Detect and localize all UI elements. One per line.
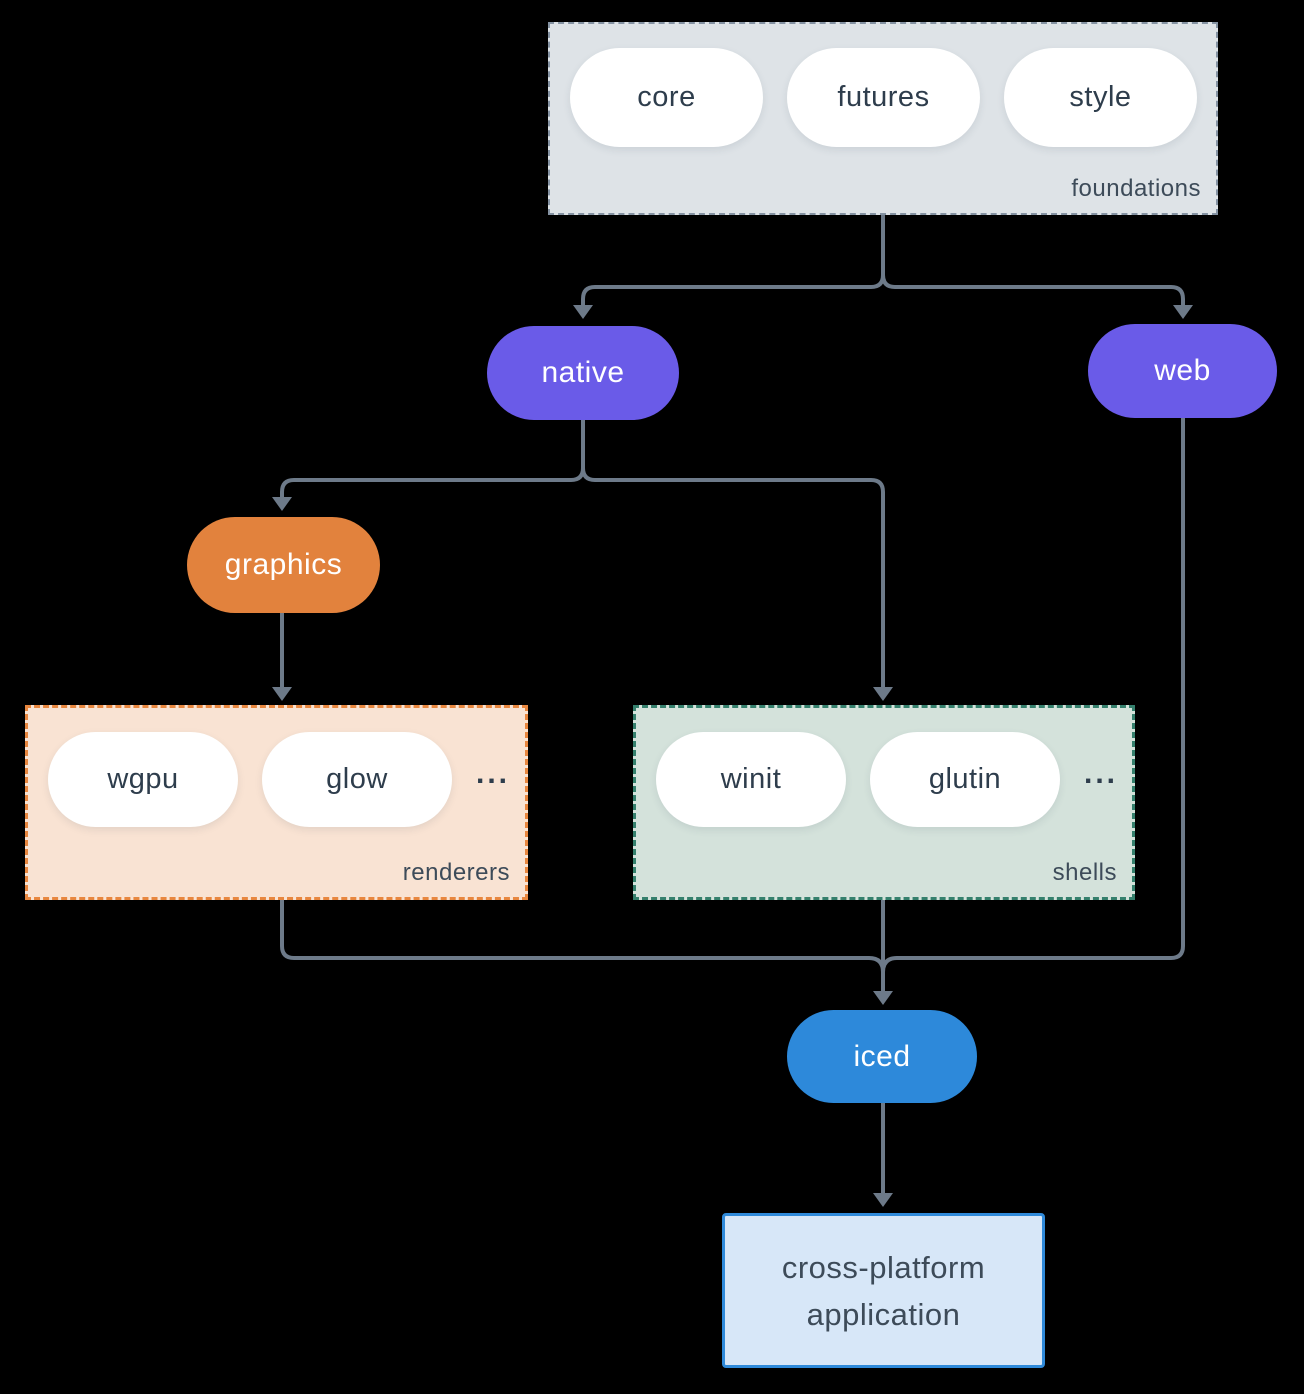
- arrowhead-app: [873, 1193, 893, 1207]
- crate-pill-winit: winit: [656, 732, 846, 827]
- foundations-pill-row: core futures style: [570, 48, 1197, 147]
- crate-pill-style: style: [1004, 48, 1197, 147]
- connector-renderers-iced: [280, 900, 885, 973]
- arrowhead-shells: [873, 687, 893, 701]
- group-foundations: core futures style foundations: [548, 22, 1218, 215]
- node-iced: iced: [787, 1010, 977, 1103]
- node-cross-platform-application: cross-platform application: [722, 1213, 1045, 1368]
- renderers-pill-row: wgpu glow ...: [48, 732, 510, 827]
- shells-ellipsis: ...: [1084, 756, 1119, 790]
- group-label-shells: shells: [1052, 859, 1117, 886]
- node-graphics: graphics: [187, 517, 380, 613]
- app-label-line2: application: [806, 1296, 961, 1332]
- group-label-foundations: foundations: [1071, 175, 1201, 202]
- group-shells: winit glutin ... shells: [633, 705, 1135, 900]
- renderers-ellipsis: ...: [476, 756, 511, 790]
- crate-pill-glutin: glutin: [870, 732, 1060, 827]
- connector-foundations-native: [581, 215, 885, 305]
- crate-pill-futures: futures: [787, 48, 980, 147]
- crate-pill-glow: glow: [262, 732, 452, 827]
- arrowhead-native: [573, 305, 593, 319]
- crate-pill-core: core: [570, 48, 763, 147]
- connector-native-shells: [581, 420, 885, 687]
- group-label-renderers: renderers: [402, 859, 510, 886]
- connector-foundations-web: [881, 215, 1185, 305]
- arrowhead-web: [1173, 305, 1193, 319]
- app-label-line1: cross-platform: [781, 1249, 986, 1285]
- arrowhead-renderers: [272, 687, 292, 701]
- connector-native-graphics: [280, 420, 585, 497]
- crate-pill-wgpu: wgpu: [48, 732, 238, 827]
- node-web: web: [1088, 324, 1277, 418]
- arrowhead-graphics: [272, 497, 292, 511]
- group-renderers: wgpu glow ... renderers: [25, 705, 528, 900]
- shells-pill-row: winit glutin ...: [656, 732, 1118, 827]
- node-native: native: [487, 326, 679, 420]
- arrowhead-iced: [873, 991, 893, 1005]
